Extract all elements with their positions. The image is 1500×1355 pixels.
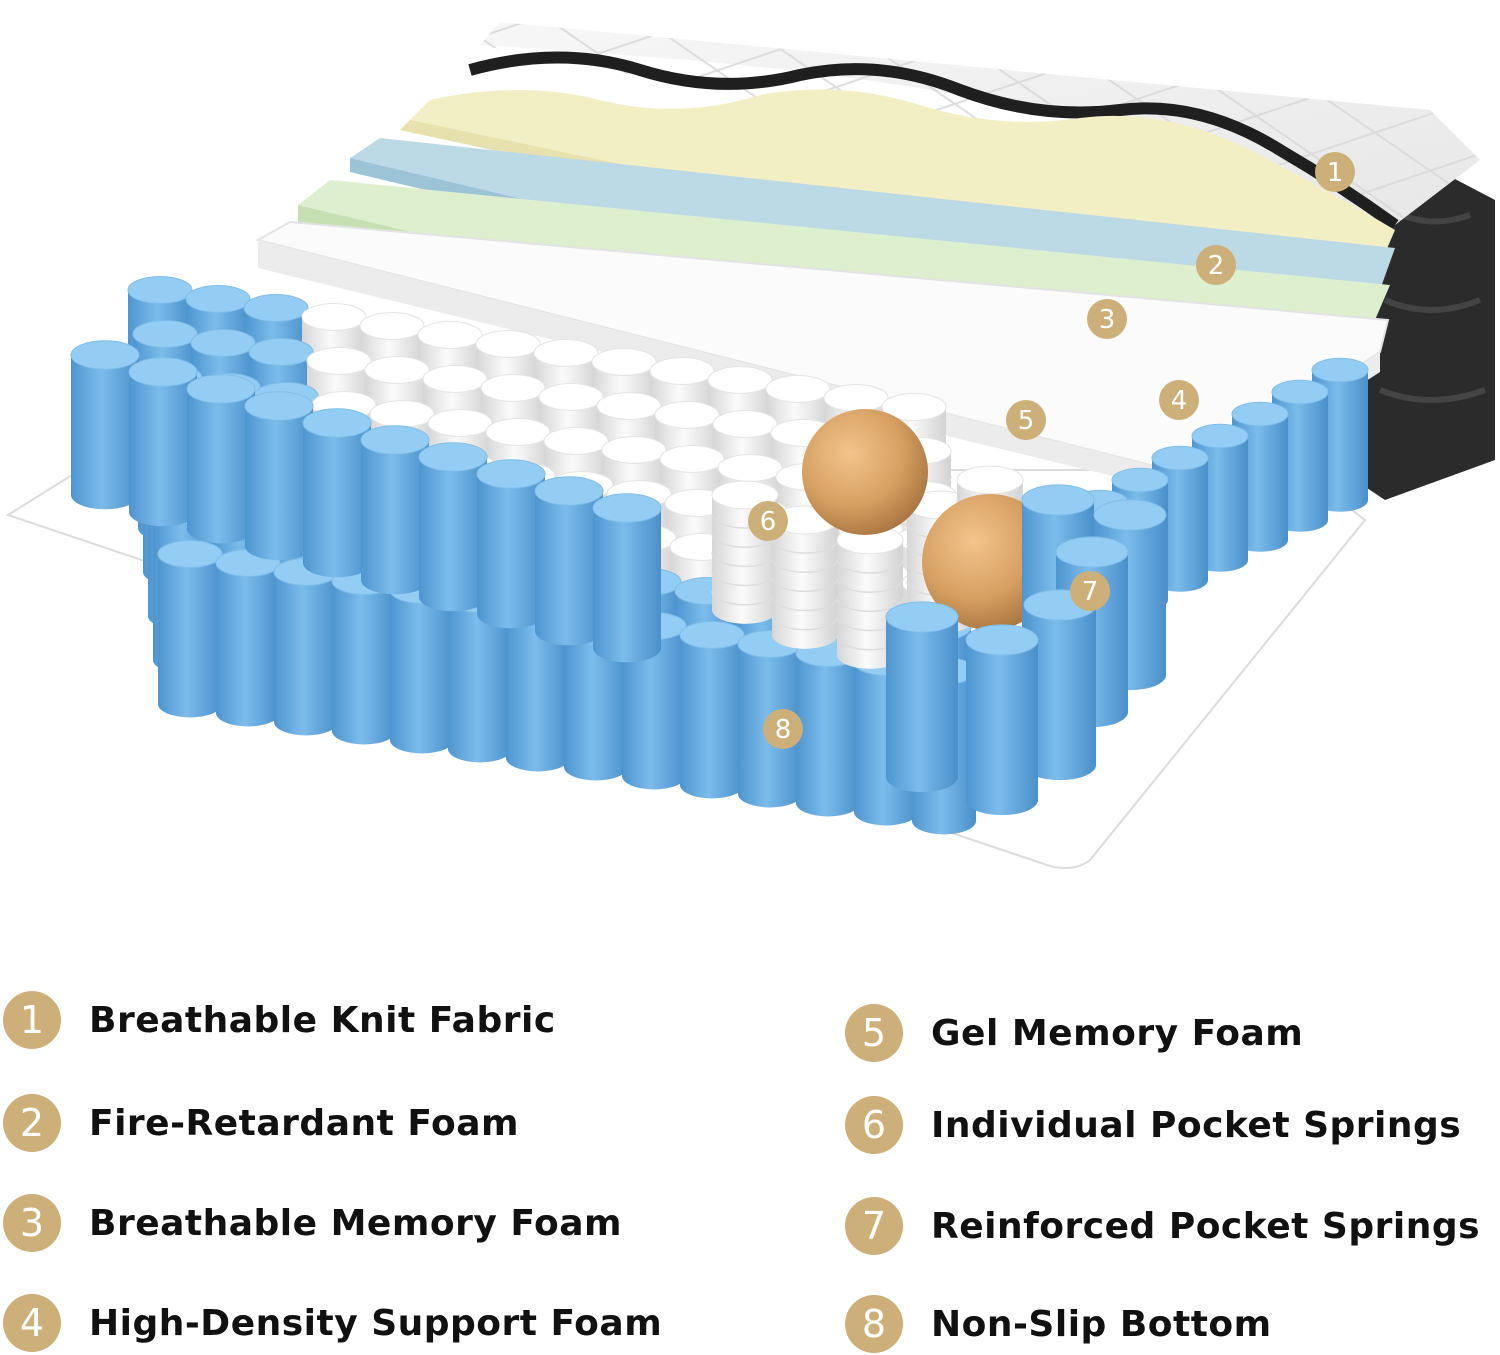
legend-label-4: High-Density Support Foam: [89, 1302, 663, 1344]
legend-badge-4: 4: [3, 1294, 61, 1352]
svg-text:2: 2: [1208, 251, 1225, 281]
callout-badge-8: 8: [763, 709, 803, 749]
legend-label-8: Non-Slip Bottom: [931, 1303, 1272, 1345]
blue-pocket-spring: [215, 549, 281, 727]
blue-pocket-spring: [186, 374, 256, 544]
pocket-springs-field: [70, 276, 1369, 835]
legend-item-4: 4 High-Density Support Foam: [3, 1292, 662, 1354]
blue-pocket-spring: [331, 567, 397, 745]
callout-badge-5: 5: [1006, 400, 1046, 440]
callout-badge-7: 7: [1070, 571, 1110, 611]
svg-text:6: 6: [760, 507, 777, 537]
legend-badge-1: 1: [3, 991, 61, 1049]
legend-item-5: 5 Gel Memory Foam: [845, 1002, 1303, 1064]
legend-item-7: 7 Reinforced Pocket Springs: [845, 1195, 1480, 1257]
blue-pocket-spring: [965, 624, 1039, 816]
callout-badge-6: 6: [748, 501, 788, 541]
blue-pocket-spring: [302, 408, 372, 578]
legend-item-1: 1 Breathable Knit Fabric: [3, 989, 556, 1051]
callout-badge-2: 2: [1196, 245, 1236, 285]
svg-text:7: 7: [1082, 577, 1099, 607]
legend-badge-5: 5: [845, 1004, 903, 1062]
blue-pocket-spring: [128, 357, 198, 527]
blue-pocket-spring: [70, 340, 140, 510]
svg-text:5: 5: [1018, 406, 1035, 436]
legend-label-1: Breathable Knit Fabric: [89, 999, 556, 1041]
callout-badge-1: 1: [1315, 152, 1355, 192]
svg-text:4: 4: [1171, 386, 1188, 416]
legend-badge-6: 6: [845, 1096, 903, 1154]
legend-item-2: 2 Fire-Retardant Foam: [3, 1092, 519, 1154]
legend-label-2: Fire-Retardant Foam: [89, 1102, 520, 1144]
callout-badge-4: 4: [1159, 380, 1199, 420]
legend-label-6: Individual Pocket Springs: [931, 1104, 1462, 1146]
legend-item-3: 3 Breathable Memory Foam: [3, 1192, 622, 1254]
blue-pocket-spring: [885, 601, 959, 793]
svg-text:8: 8: [775, 715, 792, 745]
blue-pocket-spring: [679, 621, 745, 799]
blue-pocket-spring: [534, 476, 604, 646]
mattress-illustration: 1 2 3 4 5 6 7 8: [5, 22, 1495, 869]
legend-badge-7: 7: [845, 1197, 903, 1255]
legend-label-7: Reinforced Pocket Springs: [931, 1205, 1481, 1247]
legend-badge-8: 8: [845, 1295, 903, 1353]
legend-badge-3: 3: [3, 1194, 61, 1252]
blue-pocket-spring: [360, 425, 430, 595]
legend-label-5: Gel Memory Foam: [931, 1012, 1304, 1054]
legend-item-8: 8 Non-Slip Bottom: [845, 1293, 1272, 1355]
blue-pocket-spring: [476, 459, 546, 629]
blue-pocket-spring: [592, 493, 662, 663]
legend-label-3: Breathable Memory Foam: [89, 1202, 622, 1244]
svg-text:1: 1: [1327, 158, 1344, 188]
legend-item-6: 6 Individual Pocket Springs: [845, 1094, 1461, 1156]
legend-badge-2: 2: [3, 1094, 61, 1152]
svg-text:3: 3: [1099, 305, 1116, 335]
blue-pocket-spring: [273, 558, 339, 736]
callout-badge-3: 3: [1087, 299, 1127, 339]
blue-pocket-spring: [244, 391, 314, 561]
blue-pocket-spring: [418, 442, 488, 612]
blue-pocket-spring: [157, 540, 223, 718]
